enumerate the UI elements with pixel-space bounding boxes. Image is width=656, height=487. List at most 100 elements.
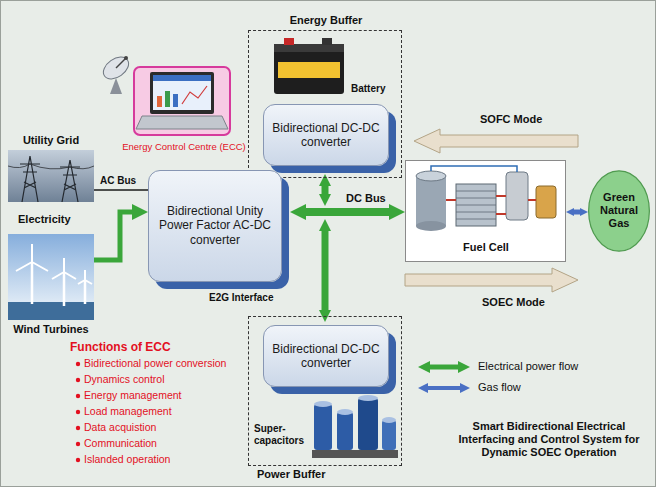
control-centre-label: Energy Control Centre (ECC) <box>105 141 263 152</box>
list-bullet <box>76 426 80 430</box>
grid-picture <box>60 160 80 202</box>
buffer-group: Energy BufferBatteryBidirectional DC-DC … <box>248 30 402 178</box>
list-item: Load management <box>84 405 172 418</box>
satellite-dish <box>99 53 132 84</box>
mode-arrow <box>405 268 578 292</box>
converter-box: Bidirectional DC-DC converter <box>263 104 389 166</box>
grid-picture <box>8 150 94 202</box>
supercapacitor-picture <box>312 450 398 458</box>
control-centre: Energy Control Centre (ECC) <box>133 66 231 136</box>
mode-arrow <box>414 129 578 153</box>
mode-label: SOFC Mode <box>480 113 542 126</box>
laptop-picture <box>153 75 211 81</box>
supercapacitor-picture <box>382 417 396 423</box>
list-bullet <box>76 442 80 446</box>
laptop-picture <box>173 94 178 107</box>
dc-bus-arrow <box>306 208 389 216</box>
ellipse-outline <box>589 171 650 251</box>
legend-text: Gas flow <box>478 381 521 393</box>
supercapacitor-picture <box>337 409 353 415</box>
satellite-dish <box>99 53 132 94</box>
converter-label: Bidirectional DC-DC converter <box>264 342 388 371</box>
wind-picture <box>8 302 94 320</box>
battery-picture <box>274 48 344 94</box>
list-item: Energy management <box>84 389 181 402</box>
satellite-dish <box>124 56 128 60</box>
fuel-cell-picture <box>405 160 566 262</box>
legend-text: Electrical power flow <box>478 360 578 372</box>
supercapacitor-picture <box>382 420 396 450</box>
grid-picture <box>8 164 94 169</box>
source-label: Wind Turbines <box>2 323 100 336</box>
list-bullet <box>76 362 80 366</box>
laptop-picture <box>182 86 207 104</box>
supercapacitor-picture <box>358 398 378 450</box>
battery-picture <box>274 38 344 94</box>
fuel-cell-label: Fuel Cell <box>446 241 526 254</box>
battery-picture <box>284 38 294 45</box>
converter-label: Bidirectional DC-DC converter <box>264 121 388 150</box>
grid-picture: Utility Grid <box>8 150 94 202</box>
laptop-picture <box>133 66 231 136</box>
legend-sample <box>428 367 460 388</box>
grid-picture <box>20 156 40 202</box>
supercapacitor-picture <box>312 395 398 458</box>
fuel-cell-picture <box>506 172 528 220</box>
gas-label: Green Natural Gas <box>588 191 650 231</box>
converter-label: Bidirectional Unity Power Factor AC-DC c… <box>149 204 281 247</box>
wind-picture <box>16 244 92 284</box>
supercapacitor-picture <box>314 404 332 450</box>
mode-arrow <box>414 129 578 153</box>
list-bullet <box>76 378 80 382</box>
buffer-group: Super-capacitorsPower BufferBidirectiona… <box>248 316 402 466</box>
bus-tap-arrow <box>322 186 329 194</box>
list-bullet <box>76 458 80 462</box>
power-flow-arrow <box>94 212 132 260</box>
fuel-cell-picture <box>456 184 496 226</box>
battery-picture <box>274 44 344 52</box>
fuel-cell-picture <box>456 191 496 219</box>
fuel-cell-picture <box>405 160 566 262</box>
satellite-dish <box>116 58 126 68</box>
legend-entry: Gas flow <box>478 381 521 394</box>
supercapacitor-picture <box>314 401 332 407</box>
list-item: Dynamics control <box>84 373 165 386</box>
interface-label: E2G Interface <box>209 292 289 304</box>
converter-box: Bidirectional Unity Power Factor AC-DC c… <box>148 170 282 282</box>
caption-text: Smart Bidirectional Electrical Interfaci… <box>450 420 648 460</box>
laptop-picture <box>157 96 162 107</box>
fuel-cell-picture <box>431 166 517 172</box>
bus-tap-arrow <box>322 231 329 310</box>
mode-label: SOEC Mode <box>482 296 545 309</box>
list-bullet <box>76 394 80 398</box>
battery-picture <box>278 62 340 78</box>
list-bullet <box>76 410 80 414</box>
supercapacitor-picture <box>358 395 378 401</box>
laptop-picture <box>133 66 231 136</box>
wind-picture <box>8 234 94 320</box>
list-item: Data acquistion <box>84 421 156 434</box>
list-item: Bidirectional power conversion <box>84 357 226 370</box>
wind-picture <box>32 262 85 306</box>
source-label: Utility Grid <box>4 134 98 147</box>
fuel-cell-picture <box>446 196 536 214</box>
connector-label: Electricity <box>18 213 71 226</box>
battery-picture <box>322 38 332 45</box>
laptop-picture <box>136 116 228 129</box>
list-bullet <box>76 362 80 462</box>
group-title: Power Buffer <box>257 468 377 481</box>
component-label: Battery <box>351 83 399 95</box>
converter-box: Bidirectional DC-DC converter <box>263 325 389 387</box>
fuel-cell-picture <box>416 221 446 231</box>
fuel-cell-picture <box>416 176 446 226</box>
supercapacitor-picture <box>337 412 353 450</box>
laptop-picture <box>165 91 170 107</box>
bus-tap-arrow <box>325 186 326 310</box>
gas-source: Green Natural Gas <box>588 170 650 252</box>
legend-sample <box>430 365 458 370</box>
fuel-cell-picture <box>536 186 556 218</box>
grid-picture <box>8 150 94 202</box>
laptop-picture <box>150 72 214 114</box>
satellite-dish <box>110 78 122 94</box>
